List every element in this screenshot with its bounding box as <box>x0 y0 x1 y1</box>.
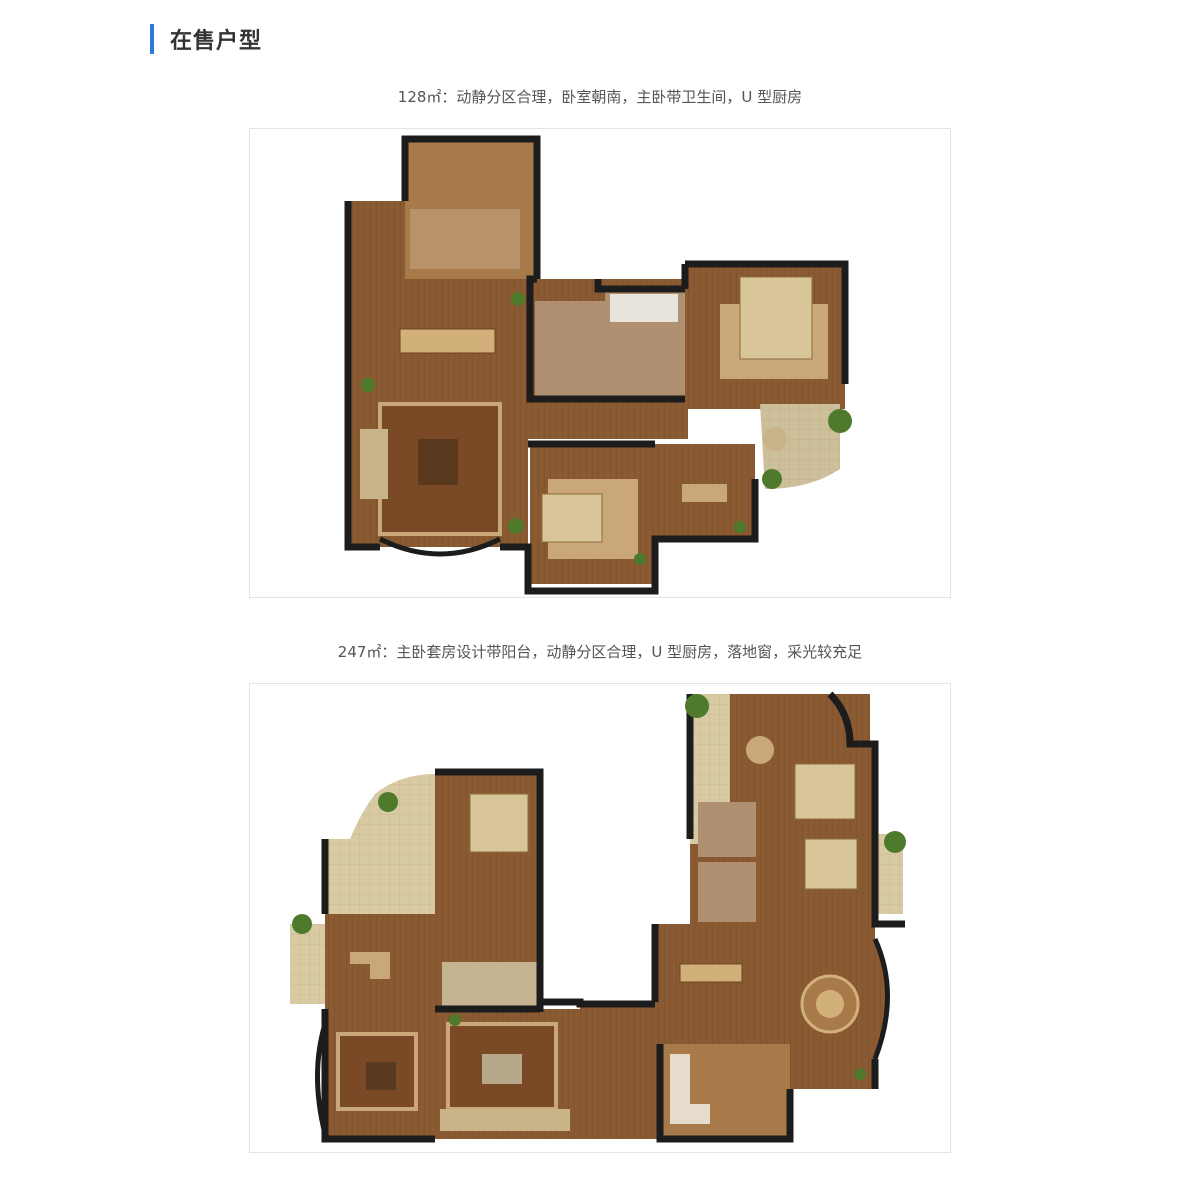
floor-plan-247-image <box>290 691 906 1143</box>
floor-plan-247-card[interactable] <box>249 683 951 1153</box>
plan-caption-247: 247㎡：主卧套房设计带阳台，动静分区合理，U 型厨房，落地窗，采光较充足 <box>337 643 863 661</box>
section-title: 在售户型 <box>170 29 263 54</box>
floor-plan-128-image <box>344 135 852 595</box>
section-accent-bar <box>150 24 154 54</box>
section-header: 在售户型 <box>150 24 262 54</box>
floor-plan-128-card[interactable] <box>249 128 951 598</box>
plan-caption-128: 128㎡：动静分区合理，卧室朝南，主卧带卫生间，U 型厨房 <box>397 88 803 106</box>
